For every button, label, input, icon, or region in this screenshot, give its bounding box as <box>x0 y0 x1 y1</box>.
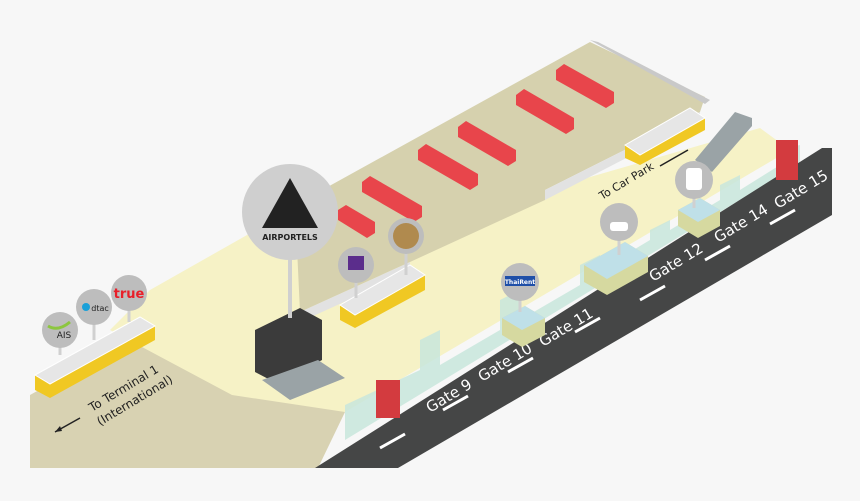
parking-bar <box>516 89 574 134</box>
parking-bar <box>338 205 375 238</box>
thairent-label: ThaiRent <box>505 279 535 286</box>
red-booth <box>376 380 400 418</box>
arrowhead <box>55 426 62 432</box>
ais-label: AIS <box>57 331 72 341</box>
royal-emblem-icon <box>393 223 419 249</box>
airportels-logo-icon <box>262 178 318 228</box>
red-booth <box>776 140 798 180</box>
platform-wall <box>590 40 710 104</box>
parking-bars <box>338 64 614 238</box>
car-key-icon <box>610 222 628 231</box>
counters <box>33 107 720 398</box>
parking-bar <box>418 144 478 190</box>
parking-bar <box>362 176 422 222</box>
ais-logo-icon <box>47 320 71 330</box>
pins: AIRPORTELS AIS dtac true ThaiRent <box>42 161 713 355</box>
parking-bar <box>556 64 614 108</box>
dtac-label: dtac <box>91 304 109 313</box>
bank-logo-icon <box>348 256 364 270</box>
ais-pin[interactable] <box>42 312 78 348</box>
true-pin[interactable] <box>111 275 147 311</box>
road-markings <box>379 208 796 450</box>
airportels-label: AIRPORTELS <box>262 233 318 242</box>
true-label: true <box>114 287 145 302</box>
arrow-right-icon <box>659 149 689 167</box>
dtac-pin[interactable] <box>76 289 112 325</box>
escalator-car-park <box>695 112 752 172</box>
thairent-logo <box>505 276 535 286</box>
parking-bar <box>458 121 516 166</box>
bus-icon <box>686 168 702 190</box>
dtac-logo-icon <box>82 303 90 311</box>
escalator <box>262 360 345 400</box>
